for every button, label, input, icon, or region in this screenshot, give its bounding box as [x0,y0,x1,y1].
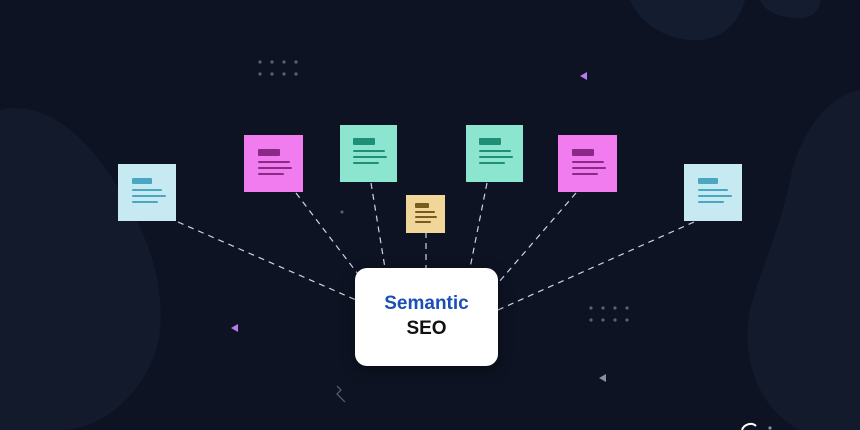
doc-pink-right [558,135,617,192]
doc-text-line [479,162,505,164]
doc-text-line [132,201,158,203]
triangle-decoration-left [231,324,238,332]
dot-grid-bottom-right [589,306,629,322]
doc-text-line [353,162,379,164]
doc-text-line [132,195,166,197]
doc-mint-right [466,125,523,182]
center-title-line2: SEO [406,318,447,339]
doc-text-line [479,156,513,158]
doc-text-line [572,173,598,175]
doc-header-bar [572,149,594,156]
right-background-blob [747,90,860,430]
connector-to-doc-mint-left [370,182,386,269]
doc-pink-left [244,135,303,192]
doc-header-bar [415,203,429,208]
doc-text-line [353,150,385,152]
doc-header-bar [258,149,280,156]
doc-text-line [479,150,511,152]
doc-header-bar [479,138,501,145]
connector-to-doc-light-blue-right [497,221,695,311]
doc-text-line [698,201,724,203]
doc-light-blue-left [118,164,176,221]
doc-text-line [572,167,606,169]
doc-light-blue-right [684,164,742,221]
doc-text-line [572,161,604,163]
triangle-decoration-bottom-right [599,374,606,382]
doc-yellow-center [406,195,445,233]
top-right-blob-1 [630,0,745,41]
connector-to-doc-light-blue-left [177,221,357,301]
doc-text-line [353,156,387,158]
small-dot-decoration [340,210,344,214]
semantic-seo-card: Semantic SEO [355,268,498,366]
squiggle-decoration [336,385,346,403]
doc-text-line [698,189,728,191]
doc-header-bar [353,138,375,145]
top-right-blob-2 [760,0,820,18]
doc-text-line [258,173,284,175]
doc-header-bar [698,178,718,184]
doc-text-line [132,189,162,191]
doc-text-line [415,211,435,213]
doc-text-line [258,161,290,163]
doc-header-bar [132,178,152,184]
doc-text-line [415,216,437,218]
left-background-blob [0,108,161,430]
connector-to-doc-pink-left [295,192,365,283]
doc-mint-left [340,125,397,182]
doc-text-line [415,221,431,223]
corner-logo-fragment [741,422,757,430]
connector-lines [177,182,695,311]
doc-text-line [258,167,292,169]
corner-logo-dot [768,426,772,430]
triangle-decoration-top [580,72,587,80]
connector-to-doc-mint-right [469,182,488,269]
dot-grid-top-left [258,60,298,76]
center-title-line1: Semantic [384,293,469,314]
doc-text-line [698,195,732,197]
connector-to-doc-pink-right [491,192,577,291]
